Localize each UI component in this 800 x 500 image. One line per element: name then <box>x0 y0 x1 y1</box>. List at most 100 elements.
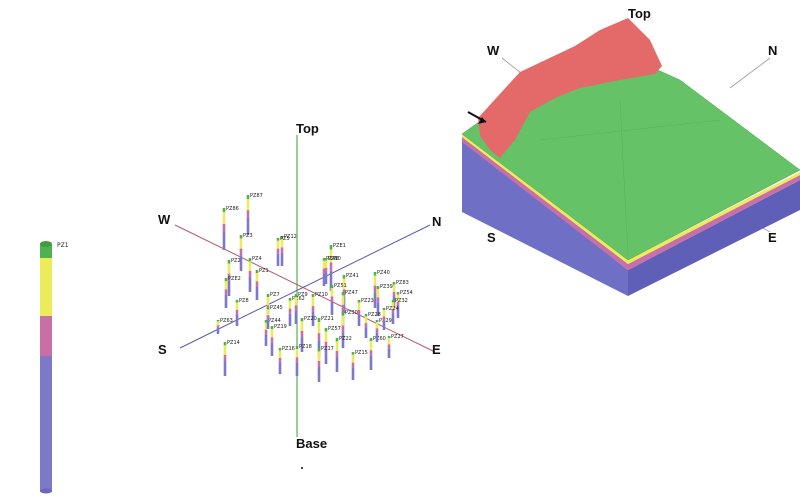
borehole-segment <box>235 300 239 303</box>
borehole-segment <box>376 297 380 303</box>
borehole-segment <box>235 302 239 310</box>
block-label-s: S <box>487 230 496 245</box>
borehole-label: PZ8 <box>239 298 249 304</box>
borehole-segment <box>330 285 334 288</box>
borehole-label: PZ2 <box>231 258 241 264</box>
borehole-label: PZ20 <box>304 316 317 322</box>
axis-label-n: N <box>432 214 441 229</box>
borehole-label: PZ47 <box>345 290 358 296</box>
borehole-segment <box>396 294 400 302</box>
borehole-segment <box>280 252 284 266</box>
borehole-segment <box>364 314 368 317</box>
borehole-segment <box>276 240 280 249</box>
borehole-segment <box>335 357 339 372</box>
borehole-segment <box>324 348 328 364</box>
borehole-label: PZ16 <box>282 346 295 352</box>
borehole-layer-yellow <box>40 258 52 316</box>
borehole-segment <box>227 273 231 281</box>
borehole-segment <box>246 199 250 211</box>
borehole-segment <box>335 341 339 351</box>
block-top-red-surface <box>478 18 662 158</box>
borehole-segment <box>396 292 400 295</box>
borehole-segment <box>239 248 243 256</box>
borehole-segment <box>222 231 226 250</box>
borehole-label: PZ40 <box>377 270 390 276</box>
borehole-segment <box>295 349 299 358</box>
borehole-segment <box>270 342 274 356</box>
borehole-segment <box>255 270 259 273</box>
borehole-segment <box>382 308 386 311</box>
borehole-segment <box>322 258 326 261</box>
borehole-segment <box>329 249 333 263</box>
borehole-segment <box>246 217 250 235</box>
axis-label-top: Top <box>296 121 319 136</box>
borehole-segment <box>248 258 252 262</box>
borehole-segment <box>300 337 304 352</box>
borehole-segment <box>311 297 315 307</box>
borehole-segment <box>246 195 250 199</box>
borehole-segment <box>324 267 328 273</box>
block-grid-line <box>619 99 629 256</box>
borehole-segment <box>364 327 368 338</box>
borehole-segment <box>239 238 243 249</box>
borehole-label: PZ21 <box>321 316 334 322</box>
borehole-label: PZ87 <box>250 193 263 199</box>
borehole-segment <box>330 296 334 302</box>
borehole-base <box>40 488 52 494</box>
borehole-segment <box>216 321 220 326</box>
borehole-segment <box>266 315 270 320</box>
borehole-segment <box>396 306 400 318</box>
borehole-segment <box>391 313 395 324</box>
borehole-segment <box>288 308 292 314</box>
borehole-segment <box>392 282 396 285</box>
borehole-segment <box>351 352 355 355</box>
borehole-segment <box>317 348 321 352</box>
borehole-segment <box>294 305 298 311</box>
borehole-segment <box>300 321 304 331</box>
borehole-segment <box>341 295 345 305</box>
borehole-label: PZ28 <box>368 312 381 318</box>
borehole-segment <box>223 345 227 355</box>
borehole-segment <box>369 350 373 356</box>
borehole-segment <box>266 297 270 306</box>
borehole-segment <box>341 315 345 326</box>
borehole-segment <box>266 319 270 329</box>
borehole-label: PZ24 <box>386 306 399 312</box>
borehole-label: PZE2 <box>228 276 241 282</box>
borehole-segment <box>324 341 328 349</box>
borehole-label: PZ3 <box>243 233 253 239</box>
borehole-segment <box>276 238 280 241</box>
block-band-pink-right <box>628 175 800 270</box>
borehole-segment <box>222 208 226 213</box>
borehole-segment <box>373 272 377 276</box>
borehole-segment <box>246 210 250 218</box>
axis-label-e: E <box>432 342 441 357</box>
borehole-segment <box>330 288 334 297</box>
axis-label-base: Base <box>296 436 327 451</box>
borehole-label: PZ1 <box>57 242 69 249</box>
borehole-segment <box>341 332 345 348</box>
borehole-segment <box>373 275 377 286</box>
borehole-segment <box>264 320 268 323</box>
borehole-label: PZ4 <box>252 256 262 262</box>
borehole-segment <box>270 337 274 343</box>
borehole-label: PZE1 <box>333 243 346 249</box>
borehole-segment <box>341 292 345 296</box>
borehole-segment <box>351 362 355 368</box>
borehole-segment <box>311 294 315 298</box>
borehole-cap <box>40 241 52 247</box>
borehole-label: PZ5 <box>280 236 290 242</box>
borehole-segment <box>311 306 315 312</box>
borehole-layer-blue <box>40 356 52 491</box>
borehole-segment <box>387 336 391 339</box>
borehole-segment <box>342 275 346 279</box>
borehole-segment <box>224 289 228 295</box>
borehole-segment <box>270 326 274 329</box>
borehole-segment <box>288 300 292 309</box>
borehole-segment <box>266 307 270 310</box>
borehole-segment <box>357 302 361 310</box>
borehole-segment <box>280 247 284 253</box>
borehole-segment <box>317 367 321 382</box>
arrow-head-icon <box>478 117 486 124</box>
